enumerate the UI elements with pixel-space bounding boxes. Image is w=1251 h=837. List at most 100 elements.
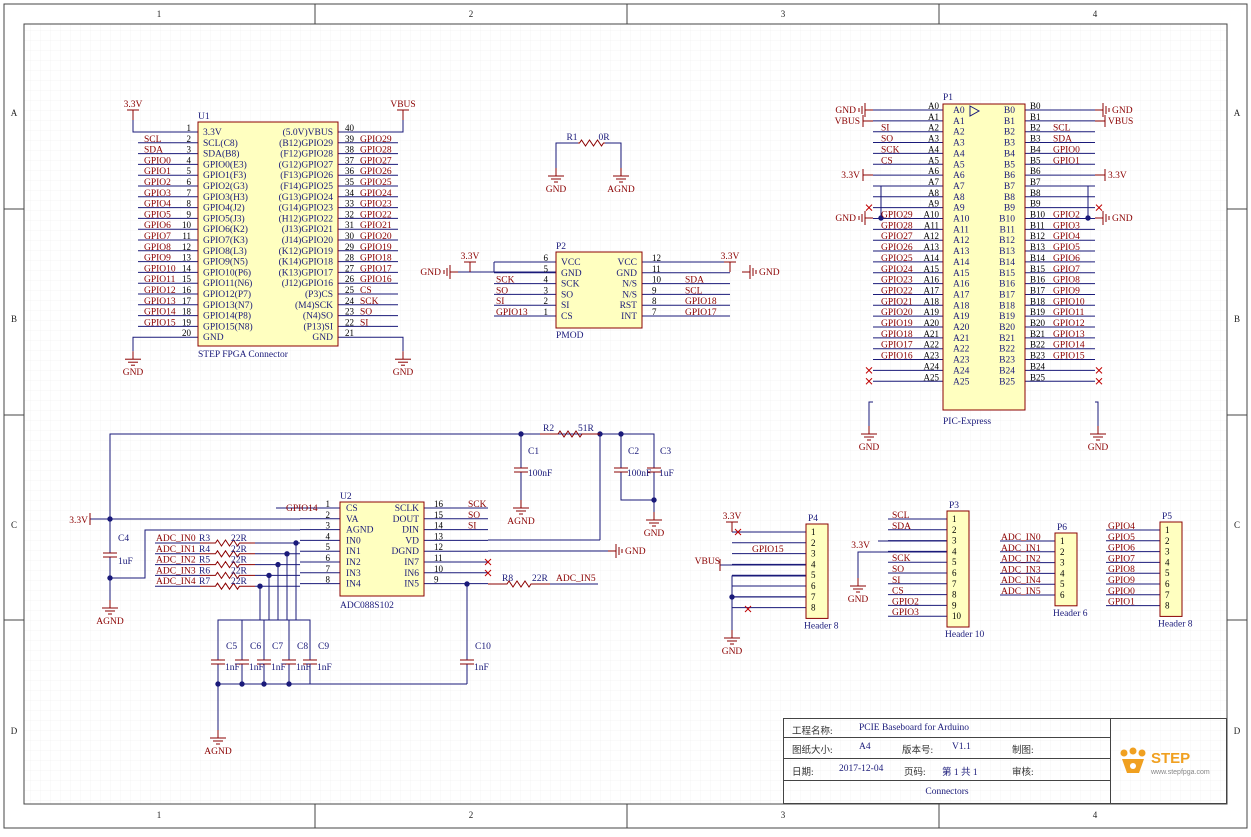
step-logo-icon xyxy=(1120,747,1146,773)
p1-pin-name: B9 xyxy=(1004,204,1015,214)
p5-pin-number: 6 xyxy=(1165,579,1170,589)
u1-pin-name: (G13)GPIO24 xyxy=(279,192,334,203)
p2-pin-name: N/S xyxy=(622,290,637,300)
power-3v3: 3.3V xyxy=(723,512,742,522)
u1-net-label: GPIO18 xyxy=(360,254,392,264)
p2-pin-number: 11 xyxy=(652,264,661,274)
p1-net-label: GPIO7 xyxy=(1053,265,1080,275)
capacitor-ref: C8 xyxy=(297,642,308,652)
no-connect-mark xyxy=(1095,367,1103,374)
p3-net-label: GPIO2 xyxy=(892,597,919,607)
p1-net-label: GPIO5 xyxy=(1053,243,1080,253)
wire xyxy=(398,120,404,133)
p5-pin-number: 1 xyxy=(1165,525,1170,535)
u1-pin-number: 12 xyxy=(182,242,191,252)
resistor-symbol xyxy=(200,549,255,558)
p1-pin-number: B17 xyxy=(1030,285,1046,295)
p1-pin-name: A17 xyxy=(953,290,970,300)
p5-net-label: GPIO8 xyxy=(1108,565,1135,575)
u2-pin-name: DIN xyxy=(402,526,419,536)
p3-body xyxy=(946,510,970,628)
u1-pin-number: 25 xyxy=(345,285,355,295)
resistor-symbol xyxy=(578,139,605,147)
p2-pin-name: GND xyxy=(561,269,582,279)
wire xyxy=(398,336,404,352)
u1-net-label: GPIO15 xyxy=(144,318,176,328)
u1-net-label: GPIO1 xyxy=(144,167,171,177)
junction-dot xyxy=(261,681,267,687)
p2-net-label: SCK xyxy=(496,276,515,286)
junction-dot xyxy=(878,215,884,221)
adc-net-label: ADC_IN0 xyxy=(156,534,196,544)
power-vbus: VBUS xyxy=(1108,117,1133,127)
u2-pin-number: 11 xyxy=(434,553,443,563)
p3-pin-number: 4 xyxy=(952,546,957,556)
resistor-symbol xyxy=(540,430,600,438)
u1-pin-name: (K14)GPIO18 xyxy=(279,257,334,268)
junction-dot xyxy=(239,681,245,687)
u1-net-label: GPIO7 xyxy=(144,232,171,242)
p1-pin-name: A15 xyxy=(953,269,970,279)
wire xyxy=(1095,401,1099,426)
capacitor-value: 1uF xyxy=(659,469,674,479)
u1-net-label: GPIO21 xyxy=(360,221,392,231)
u2-pin-number: 2 xyxy=(326,510,331,520)
p1-pin-name: A21 xyxy=(953,334,970,344)
p3-net-label: CS xyxy=(892,587,904,597)
u1-pin-number: 9 xyxy=(187,209,192,219)
u1-pin-name: (J12)GPIO16 xyxy=(282,278,333,289)
u1-net-label: SDA xyxy=(144,146,163,156)
capacitor-value: 100nF xyxy=(528,469,552,479)
u2-pin-number: 8 xyxy=(326,575,331,585)
p1-net-label: SO xyxy=(881,135,893,145)
r8-value: 22R xyxy=(532,574,549,584)
p6-pin-number: 4 xyxy=(1060,568,1065,578)
power-vbus: VBUS xyxy=(835,117,860,127)
sheet-name: Connectors xyxy=(925,787,969,797)
title-block-row-project: 工程名称: PCIE Baseboard for Arduino xyxy=(783,718,1111,738)
resistor-symbol xyxy=(488,580,550,588)
p1-pin-number: A18 xyxy=(924,296,940,306)
p1-pin-name: B5 xyxy=(1004,160,1015,170)
p1-pin-name: B7 xyxy=(1004,182,1015,192)
p6-net-label: ADC_IN0 xyxy=(1001,533,1041,543)
wire xyxy=(857,551,947,578)
p1-pin-name: B3 xyxy=(1004,139,1015,149)
version-label: 版本号: xyxy=(902,746,934,756)
u1-pin-name: GPIO14(P8) xyxy=(203,311,251,322)
p1-net-label: GPIO26 xyxy=(881,243,913,253)
p1-pin-name: A0 xyxy=(953,106,965,116)
u1-pin-name: (K12)GPIO19 xyxy=(279,246,334,257)
u1-pin-number: 36 xyxy=(345,166,355,176)
gnd-symbol: GND xyxy=(1088,443,1109,453)
r1-value: 0R xyxy=(598,133,610,143)
p1-pin-number: A10 xyxy=(924,210,940,220)
p1-pin-number: A13 xyxy=(924,242,940,252)
u1-pin-number: 37 xyxy=(345,155,355,165)
wire xyxy=(132,336,138,352)
page-value: 第 1 共 1 xyxy=(942,768,978,778)
u1-pin-name: GND xyxy=(312,333,333,343)
u2-pin-name: IN4 xyxy=(346,580,361,590)
u1-ref: U1 xyxy=(198,112,210,122)
junction-dot xyxy=(286,681,292,687)
polarity-triangle-icon xyxy=(969,105,981,117)
p1-pin-name: B16 xyxy=(999,280,1015,290)
p1-pin-number: B16 xyxy=(1030,275,1046,285)
capacitor-ref: C6 xyxy=(250,642,261,652)
gnd-symbol: GND xyxy=(1112,214,1133,224)
capacitor-value: 1nF xyxy=(271,663,286,673)
p1-pin-number: B3 xyxy=(1030,134,1041,144)
u1-net-label: GPIO19 xyxy=(360,243,392,253)
wire xyxy=(109,433,600,520)
p1-pin-number: B4 xyxy=(1030,144,1041,154)
p1-pin-name: B13 xyxy=(999,247,1015,257)
p3-title: Header 10 xyxy=(945,630,985,640)
p1-pin-number: A7 xyxy=(928,177,939,187)
p1-pin-name: A25 xyxy=(953,377,970,387)
size-label: 图纸大小: xyxy=(792,746,833,756)
u1-pin-number: 6 xyxy=(187,177,192,187)
u1-pin-name: (5.0V)VBUS xyxy=(283,127,333,138)
p4-ref: P4 xyxy=(808,514,818,524)
